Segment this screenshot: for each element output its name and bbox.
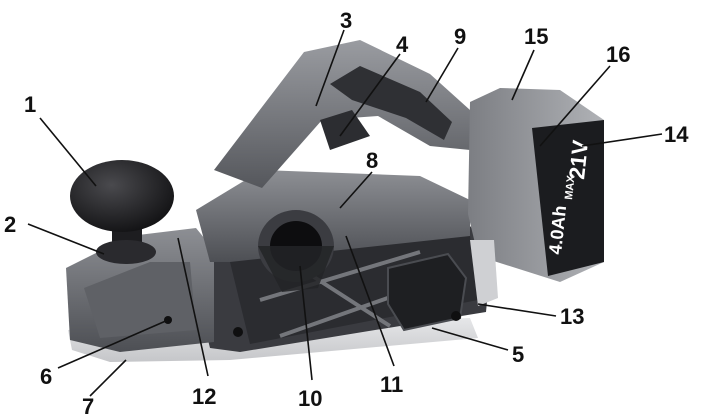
callout-15: 15 <box>524 24 548 49</box>
leader-4 <box>339 53 401 137</box>
leader-14 <box>581 133 663 147</box>
handle-grip <box>330 66 452 140</box>
leader-12 <box>177 237 209 377</box>
callout-6: 6 <box>40 364 52 389</box>
callout-7: 7 <box>82 394 94 416</box>
dust-port-tube <box>258 246 334 292</box>
callout-11: 11 <box>380 372 403 397</box>
leader-5 <box>431 327 509 351</box>
leader-10 <box>299 265 313 381</box>
leader-2 <box>27 223 105 255</box>
battery-max-label: MAX <box>563 174 578 200</box>
leader-lines <box>27 29 663 397</box>
callout-5: 5 <box>512 342 524 367</box>
callout-8: 8 <box>366 148 378 173</box>
leader-16 <box>539 65 611 147</box>
planer-illustration: 4.0Ah MAX 21V <box>66 40 604 362</box>
callout-16: 16 <box>606 42 630 67</box>
callout-numbers: 1 2 3 4 5 6 7 8 9 10 11 12 13 14 15 16 <box>4 8 689 416</box>
callout-3: 3 <box>340 8 352 33</box>
rear-screw <box>451 311 461 321</box>
front-knob <box>70 160 174 232</box>
leader-3 <box>315 29 345 107</box>
lower-screw <box>233 327 243 337</box>
leader-8 <box>339 171 373 209</box>
callout-14: 14 <box>664 122 689 147</box>
leader-13 <box>477 303 557 317</box>
callout-4: 4 <box>396 32 409 57</box>
rear-motor-cap <box>470 240 498 306</box>
leader-6 <box>57 319 169 369</box>
callout-2: 2 <box>4 212 16 237</box>
callout-10: 10 <box>298 386 322 411</box>
leader-15 <box>511 49 535 101</box>
callout-13: 13 <box>560 304 584 329</box>
callout-12: 12 <box>192 384 216 409</box>
leader-7 <box>89 359 127 397</box>
callout-1: 1 <box>24 92 36 117</box>
depth-scale-ring <box>96 240 156 264</box>
leader-11 <box>345 235 395 367</box>
callout-9: 9 <box>454 24 466 49</box>
leader-9 <box>425 47 459 103</box>
battery-label-panel <box>532 120 604 276</box>
leader-1 <box>39 117 97 187</box>
